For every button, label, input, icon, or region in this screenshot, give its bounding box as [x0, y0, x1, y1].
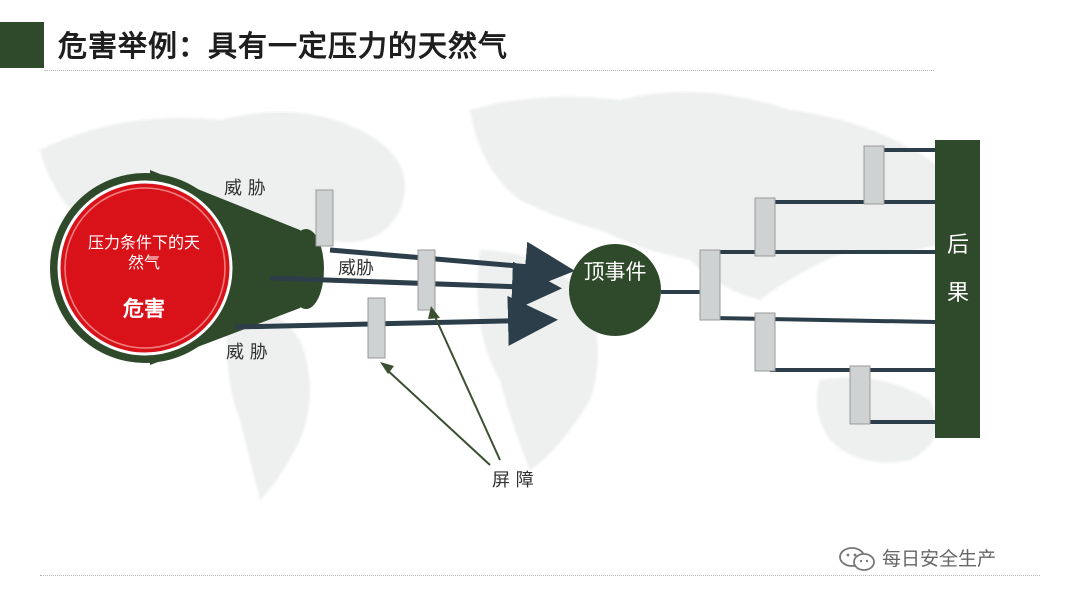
- title-accent-bar: [0, 22, 44, 68]
- barrier-right-1: [699, 249, 721, 321]
- watermark-text: 每日安全生产: [882, 548, 997, 570]
- barrier-pointer-2: [431, 309, 501, 461]
- consequence-char-2: 果: [946, 281, 969, 306]
- threat-label-1: 威 胁: [224, 178, 266, 199]
- barrier-right-2: [754, 197, 776, 257]
- threat-label-2: 威胁: [338, 258, 374, 279]
- hazard-description: 压力条件下的天然气: [87, 233, 200, 272]
- consequence-label: 后 果: [936, 232, 980, 308]
- barrier-pointer-head-2: [428, 306, 440, 319]
- wechat-icon: [839, 547, 875, 571]
- threat-arrow-2: [269, 261, 562, 312]
- pipe-mouth: [288, 229, 324, 309]
- barrier-right-5: [849, 365, 871, 425]
- barrier-label: 屏 障: [492, 470, 534, 491]
- barrier-right-3: [754, 312, 776, 372]
- barrier-pointer-1: [384, 367, 491, 466]
- barrier-pointer-head-1: [380, 362, 394, 374]
- bottom-divider: [40, 575, 1040, 576]
- barrier-left-1: [315, 189, 334, 247]
- hazard-label: 危害: [123, 297, 165, 321]
- barrier-left-2: [417, 249, 436, 311]
- barrier-left-3: [367, 297, 386, 359]
- hazard-inner-ring: [64, 187, 226, 349]
- top-event-circle: [569, 244, 661, 336]
- top-event-label: 顶事件: [583, 260, 647, 284]
- threat-arrow-3: [234, 295, 558, 346]
- hazard-circle: [57, 180, 233, 356]
- barrier-right-4: [863, 145, 885, 205]
- consequence-bar: [935, 140, 980, 438]
- threat-label-3: 威 胁: [226, 342, 268, 363]
- page-title: 危害举例：具有一定压力的天然气: [58, 29, 509, 63]
- title-divider: [44, 70, 934, 71]
- consequence-char-1: 后: [946, 233, 969, 258]
